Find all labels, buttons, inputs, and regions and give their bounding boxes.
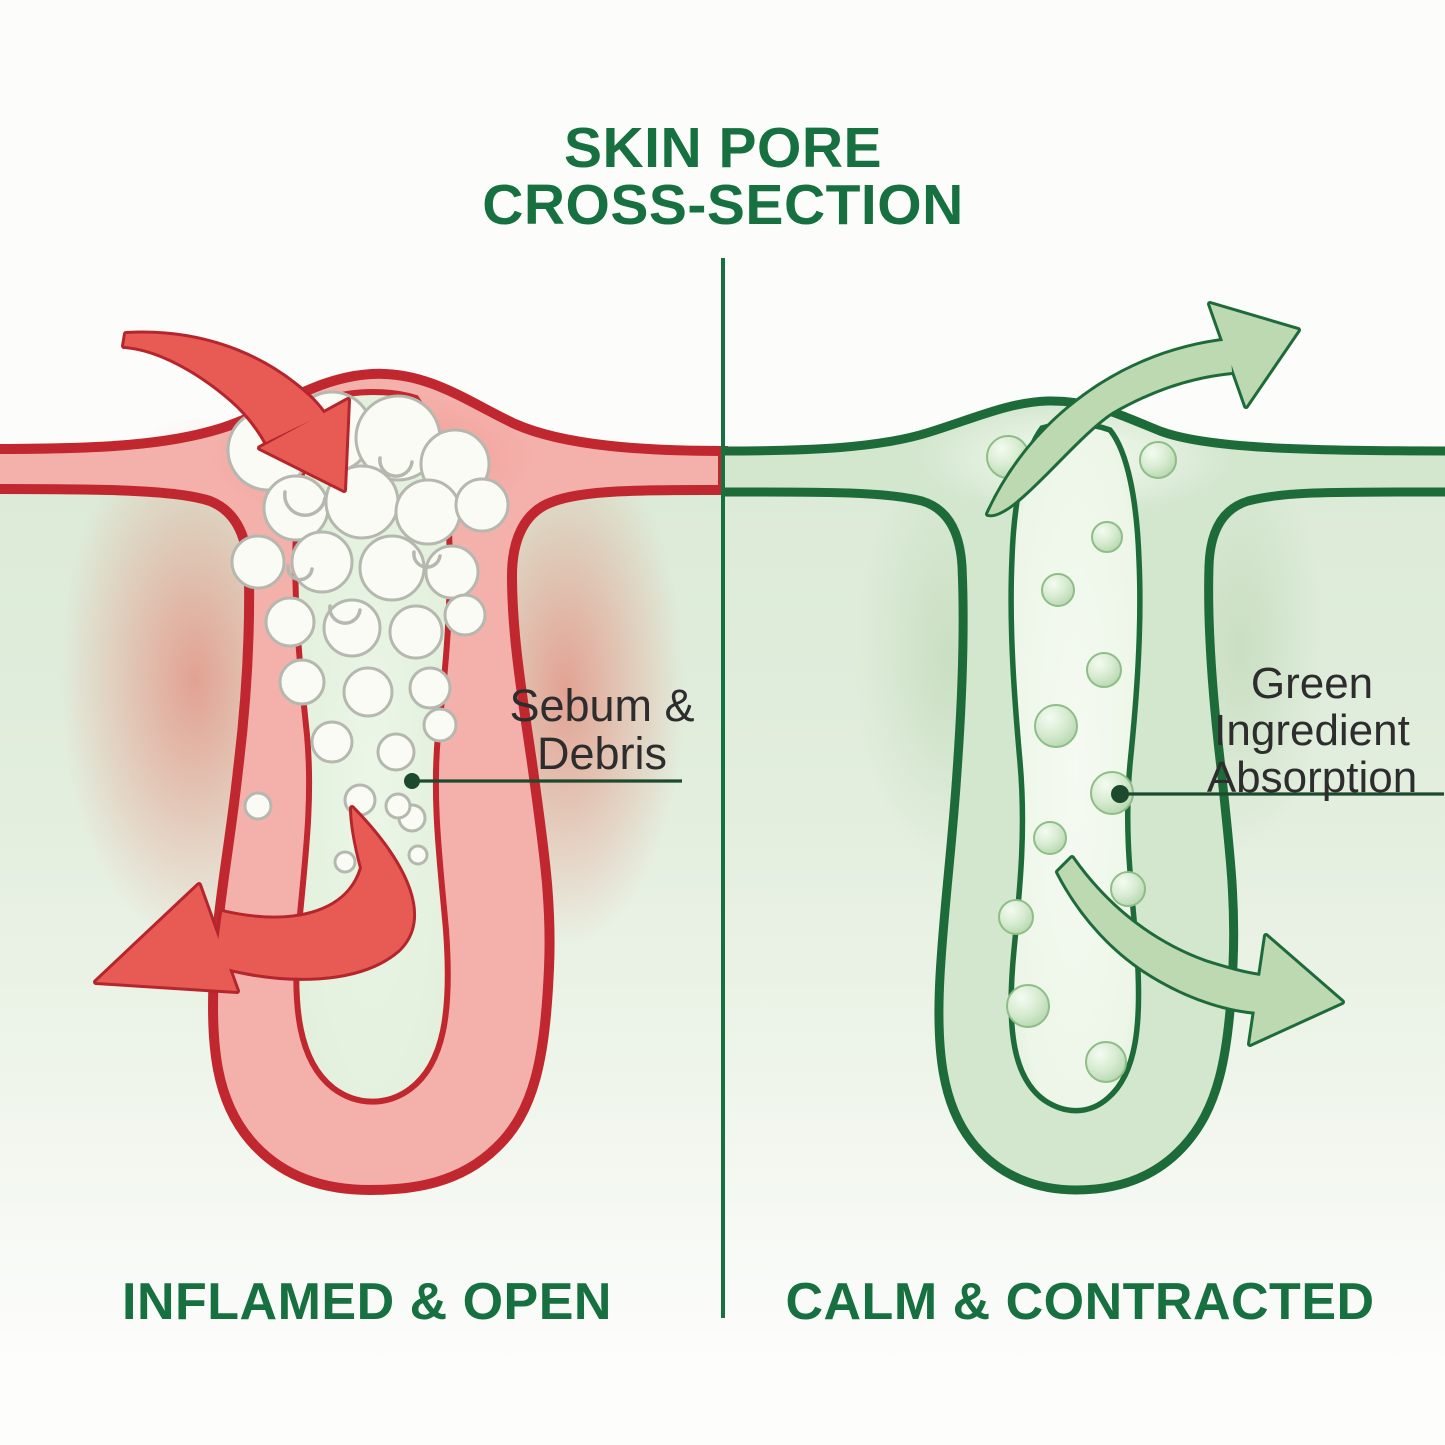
- right-pore-wall-outline: [722, 396, 1445, 1195]
- green-outflow-arrow-icon: [985, 301, 1301, 518]
- green-absorption-arrow-icon: [1055, 855, 1345, 1047]
- absorption-leader: [1111, 785, 1444, 803]
- inflamed-open-caption: INFLAMED & OPEN: [122, 1273, 612, 1331]
- inflamed-pore-illustration: [0, 330, 728, 1196]
- page-title: SKIN PORE CROSS-SECTION: [482, 116, 964, 237]
- ingredient-droplets: [986, 435, 1177, 1083]
- calm-pore-illustration: [722, 301, 1445, 1195]
- green-ingredient-label: Green Ingredient Absorption: [1206, 659, 1418, 803]
- red-inflow-arrow-icon: [121, 330, 351, 493]
- sebum-leader: [404, 773, 682, 789]
- calm-contracted-caption: CALM & CONTRACTED: [785, 1273, 1375, 1331]
- sebum-foam: [226, 390, 510, 945]
- sebum-debris-label: Sebum & Debris: [509, 680, 695, 780]
- left-pore-wall-outline: [0, 368, 728, 1196]
- red-outflow-arrow-icon: [93, 805, 417, 994]
